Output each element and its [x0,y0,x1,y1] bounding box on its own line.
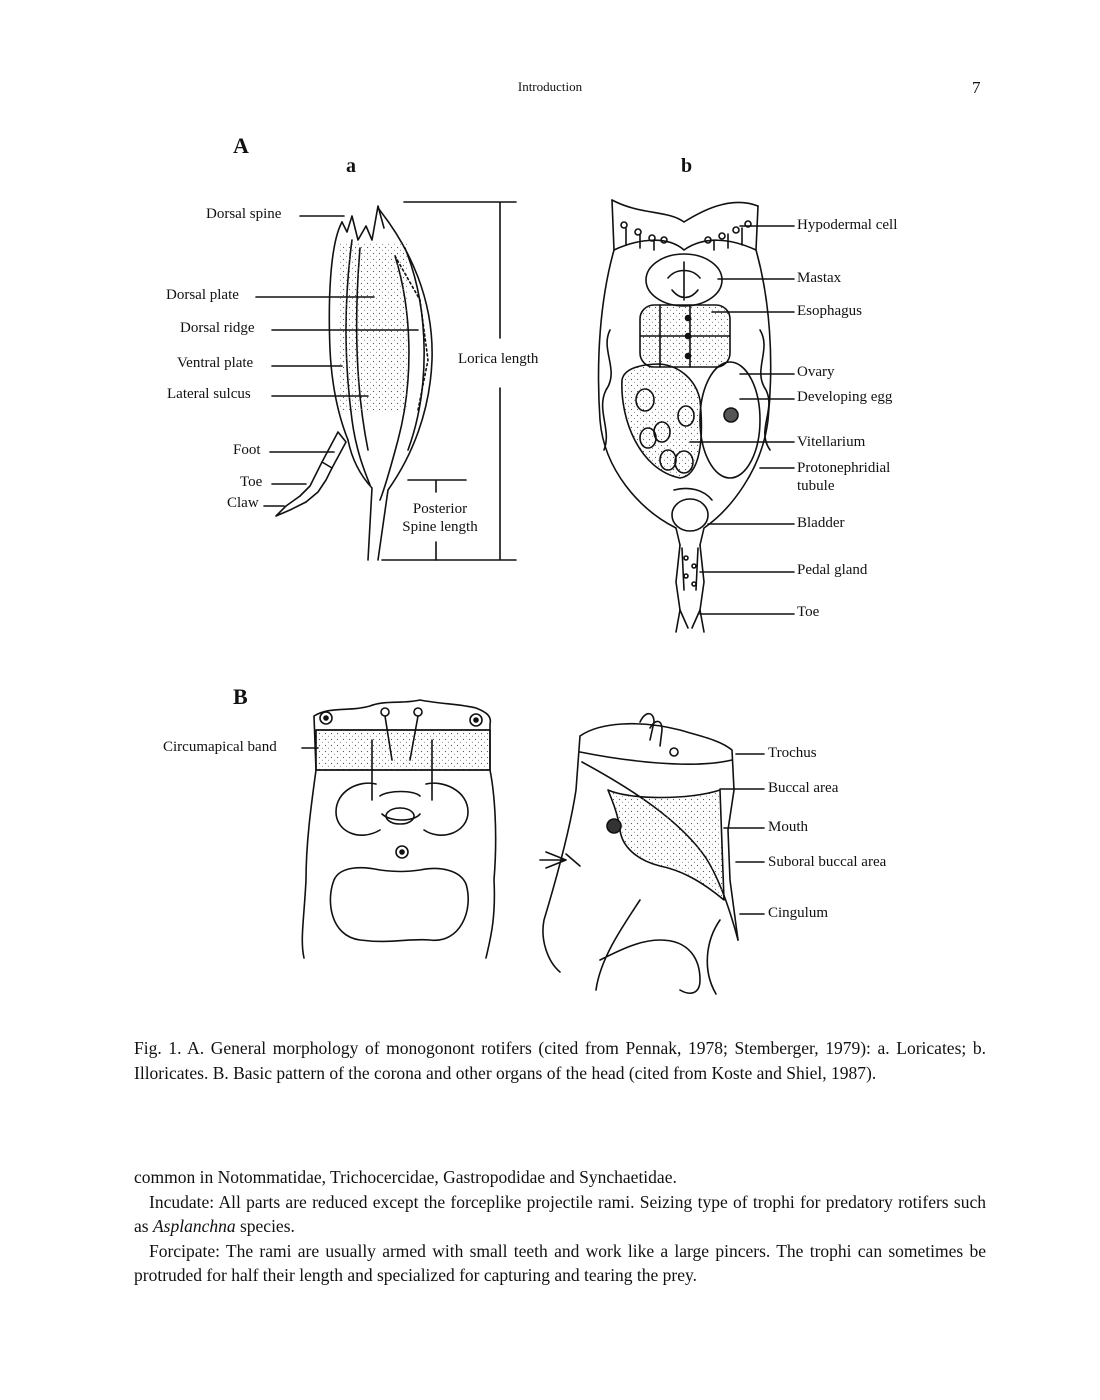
label-circumapical-band: Circumapical band [163,739,277,756]
paragraph-2-end: species. [236,1216,295,1236]
bladder [672,499,708,531]
label-esophagus: Esophagus [797,303,862,320]
foot [322,432,346,468]
label-hypodermal-cell: Hypodermal cell [797,217,897,234]
label-dorsal-spine: Dorsal spine [206,206,281,223]
corona-lateral-drawing [540,714,764,994]
label-tubule: tubule [797,478,835,495]
label-spine-length: Spine length [392,519,488,536]
vitellarium [622,364,702,478]
label-developing-egg: Developing egg [797,389,892,406]
label-suboral-buccal-area: Suboral buccal area [768,854,886,871]
label-claw: Claw [227,495,259,512]
dorsal-spines [342,206,384,240]
label-ovary: Ovary [797,364,835,381]
label-pedal-gland: Pedal gland [797,562,867,579]
body-text: common in Notommatidae, Trichocercidae, … [134,1165,986,1288]
subpanel-label-b: b [681,155,692,178]
label-mouth: Mouth [768,819,808,836]
label-toe-b: Toe [797,604,819,621]
corona-top [612,200,758,222]
foot-b [676,545,704,632]
label-dorsal-plate: Dorsal plate [166,287,239,304]
label-buccal-area: Buccal area [768,780,838,797]
label-posterior: Posterior [392,501,488,518]
genus-name: Asplanchna [153,1216,236,1236]
label-toe-a: Toe [240,474,262,491]
label-dorsal-ridge: Dorsal ridge [180,320,255,337]
paragraph-2: Incudate: All parts are reduced except t… [134,1190,986,1239]
label-bladder: Bladder [797,515,844,532]
panel-label-B: B [233,684,248,710]
label-vitellarium: Vitellarium [797,434,865,451]
corona-ventral-drawing [302,700,496,958]
label-cingulum: Cingulum [768,905,828,922]
figure-caption: Fig. 1. A. General morphology of monogon… [134,1036,986,1085]
label-ventral-plate: Ventral plate [177,355,253,372]
paragraph-3: Forcipate: The rami are usually armed wi… [134,1239,986,1288]
body-outline [599,200,771,545]
subpanel-label-a: a [346,155,356,178]
label-lorica-length: Lorica length [458,351,538,368]
label-mastax: Mastax [797,270,841,287]
label-lateral-sulcus: Lateral sulcus [167,386,251,403]
illoricate-drawing [599,200,794,632]
figure-1-illustration [0,0,1100,1020]
label-protonephridial: Protonephridial [797,460,890,477]
label-foot: Foot [233,442,261,459]
panel-label-A: A [233,133,249,159]
paragraph-1: common in Notommatidae, Trichocercidae, … [134,1165,986,1190]
label-trochus: Trochus [768,745,817,762]
